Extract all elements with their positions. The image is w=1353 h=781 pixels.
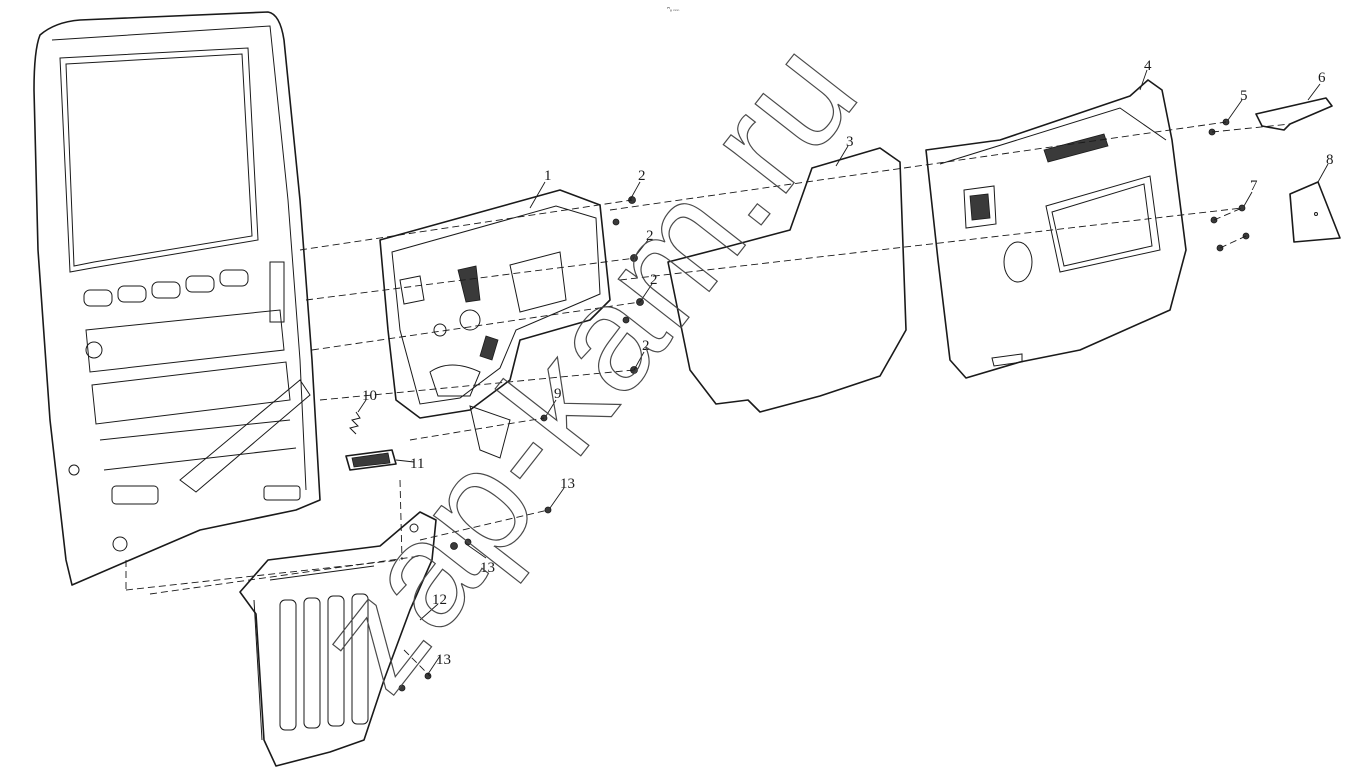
callout-2d: 2 xyxy=(642,338,650,354)
door-frame xyxy=(33,11,321,586)
assembly-leaders xyxy=(125,121,1291,677)
callout-11: 11 xyxy=(410,456,424,472)
callout-13b: 13 xyxy=(480,560,495,576)
callout-lines xyxy=(357,69,1329,675)
part-1-mechanism-panel xyxy=(379,189,611,459)
callout-5: 5 xyxy=(1240,88,1248,104)
callout-13a: 13 xyxy=(560,476,575,492)
callout-2a: 2 xyxy=(638,168,646,184)
callout-7: 7 xyxy=(1250,178,1258,194)
callout-2b: 2 xyxy=(646,228,654,244)
callout-1: 1 xyxy=(544,168,552,184)
callout-labels: 1 2 2 2 2 3 4 5 6 7 8 9 10 11 12 13 13 1… xyxy=(362,58,1334,668)
part-10-spring xyxy=(349,411,361,435)
callout-3: 3 xyxy=(846,134,854,150)
part-12-lower-cover xyxy=(239,511,437,767)
callout-8: 8 xyxy=(1326,152,1334,168)
callout-2c: 2 xyxy=(650,272,658,288)
part-8-corner-cover xyxy=(1289,181,1341,243)
callout-13c: 13 xyxy=(436,652,451,668)
callout-4: 4 xyxy=(1144,58,1152,74)
part-6-handle-trim xyxy=(1255,97,1333,131)
callout-12: 12 xyxy=(432,592,447,608)
part-3-insulation-sheet xyxy=(667,147,907,413)
callout-6: 6 xyxy=(1318,70,1326,86)
callout-9: 9 xyxy=(554,386,562,402)
part-4-door-trim-panel xyxy=(925,79,1187,379)
fasteners xyxy=(398,118,1250,692)
part-11-handle xyxy=(345,449,397,471)
callout-10: 10 xyxy=(362,388,377,404)
header-caption: ꟸ₈ ₙₙₙ xyxy=(667,7,679,13)
